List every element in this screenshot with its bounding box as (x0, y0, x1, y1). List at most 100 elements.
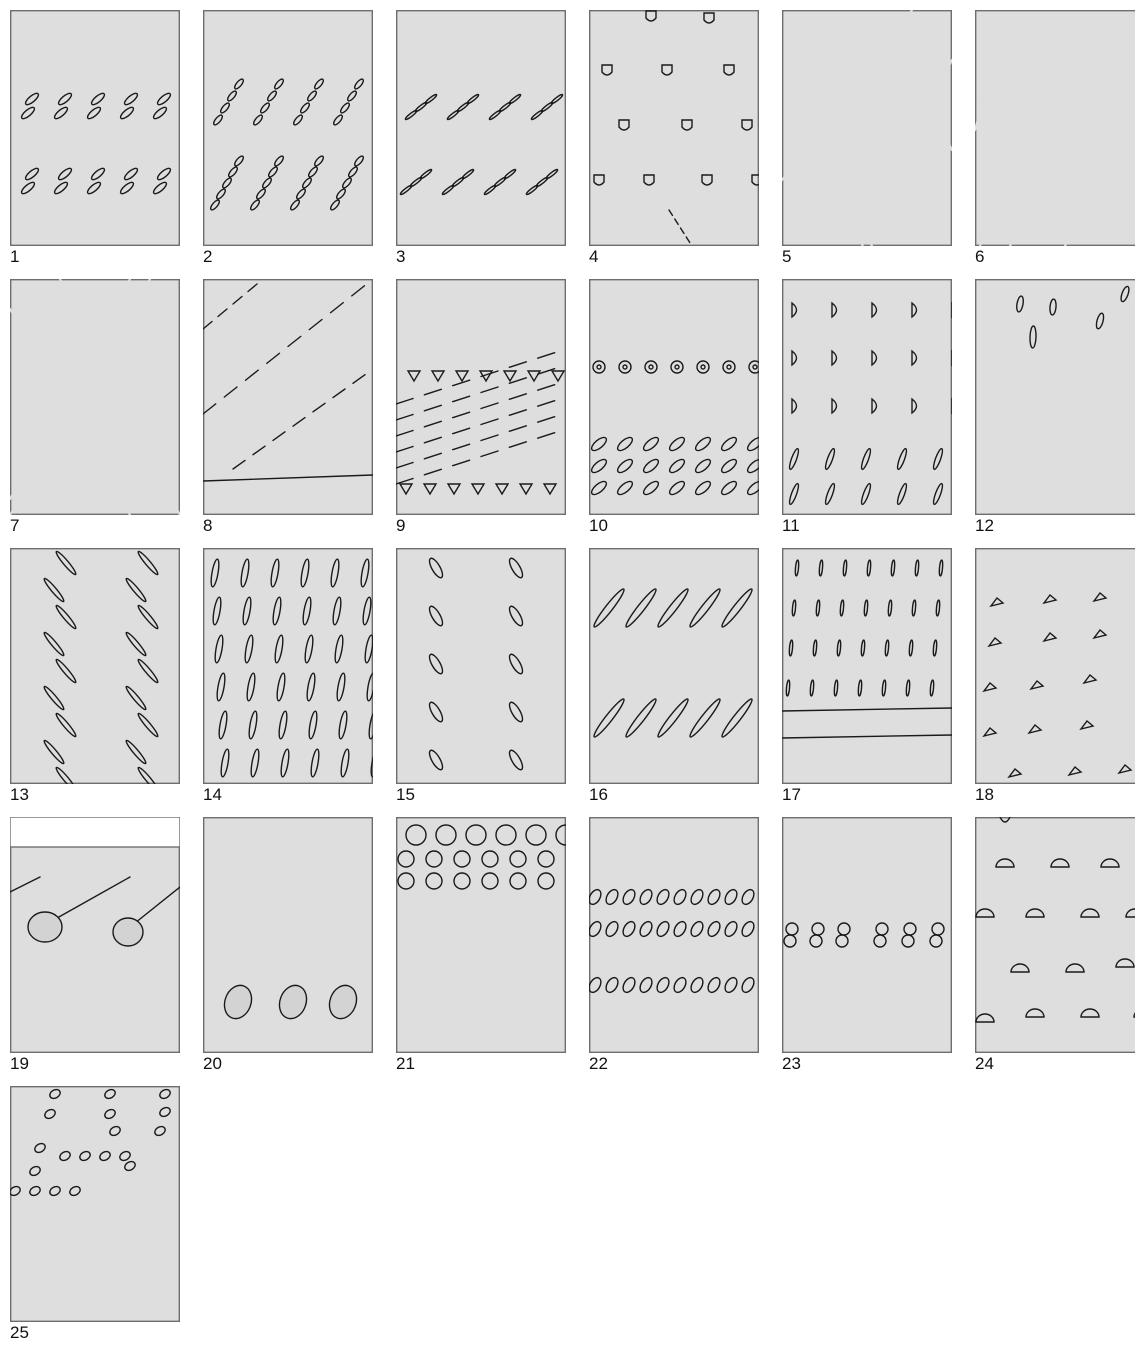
panel-19: 19 (10, 817, 180, 1067)
panel-number: 3 (396, 248, 405, 265)
panel-frame (783, 11, 952, 246)
panel-drawing (10, 10, 180, 246)
panel-drawing (203, 279, 373, 515)
panel-drawing (975, 548, 1135, 784)
panel-number: 21 (396, 1055, 415, 1072)
panel-17: 17 (782, 548, 952, 798)
panel-number: 12 (975, 517, 994, 534)
panel-number: 7 (10, 517, 19, 534)
panel-15: 15 (396, 548, 566, 798)
panel-frame (204, 11, 373, 246)
panel-frame (397, 11, 566, 246)
blob-mark (113, 918, 143, 946)
panel-8: 8 (203, 279, 373, 529)
panel-frame (11, 549, 180, 784)
panel-13: 13 (10, 548, 180, 798)
panel-6: 6 (975, 10, 1135, 260)
panel-drawing (782, 10, 952, 246)
panel-3: 3 (396, 10, 566, 260)
panel-frame (397, 280, 566, 515)
panel-drawing (10, 279, 180, 515)
panel-number: 24 (975, 1055, 994, 1072)
panel-frame (204, 549, 373, 784)
panel-frame (783, 549, 952, 784)
panel-drawing (975, 10, 1135, 246)
panel-11: 11 (782, 279, 952, 529)
panel-number: 6 (975, 248, 984, 265)
panel-5: 5 (782, 10, 952, 260)
panel-18: 18 (975, 548, 1135, 798)
panel-frame (11, 280, 180, 515)
panel-10: 10 (589, 279, 759, 529)
panel-number: 2 (203, 248, 212, 265)
panel-frame (783, 818, 952, 1053)
panel-drawing (10, 1086, 180, 1322)
panel-21: 21 (396, 817, 566, 1067)
panel-number: 18 (975, 786, 994, 803)
panel-frame (976, 11, 1135, 246)
blob-mark (28, 912, 62, 942)
panel-12: 12 (975, 279, 1135, 529)
panel-number: 25 (10, 1324, 29, 1341)
panel-9: 9 (396, 279, 566, 529)
panel-drawing (10, 817, 180, 1053)
panel-drawing (589, 548, 759, 784)
panel-number: 1 (10, 248, 19, 265)
panel-frame (204, 280, 373, 515)
panel-frame (976, 280, 1135, 515)
panel-frame (11, 11, 180, 246)
panel-drawing (10, 548, 180, 784)
panel-7: 7 (10, 279, 180, 529)
panel-number: 14 (203, 786, 222, 803)
panel-number: 13 (10, 786, 29, 803)
panel-number: 22 (589, 1055, 608, 1072)
panel-1: 1 (10, 10, 180, 260)
panel-drawing (396, 279, 566, 515)
panel-frame (783, 280, 952, 515)
panel-drawing (589, 817, 759, 1053)
panel-frame (976, 549, 1135, 784)
panel-frame (976, 818, 1135, 1053)
panel-drawing (589, 279, 759, 515)
panel-drawing (782, 817, 952, 1053)
panel-23: 23 (782, 817, 952, 1067)
panel-24: 24 (975, 817, 1135, 1067)
panel-drawing (975, 817, 1135, 1053)
panel-number: 8 (203, 517, 212, 534)
panel-frame (590, 11, 759, 246)
panel-drawing (203, 10, 373, 246)
panel-22: 22 (589, 817, 759, 1067)
panel-drawing (396, 10, 566, 246)
top-blank-band (10, 817, 180, 847)
panel-number: 20 (203, 1055, 222, 1072)
panel-20: 20 (203, 817, 373, 1067)
panel-number: 16 (589, 786, 608, 803)
panel-number: 17 (782, 786, 801, 803)
motif-three-filled-ovals (220, 982, 361, 1023)
panel-number: 19 (10, 1055, 29, 1072)
panel-drawing (203, 548, 373, 784)
panel-drawing (782, 548, 952, 784)
panel-frame (590, 280, 759, 515)
panel-16: 16 (589, 548, 759, 798)
panel-number: 23 (782, 1055, 801, 1072)
panel-drawing (975, 279, 1135, 515)
panel-number: 4 (589, 248, 598, 265)
panel-number: 10 (589, 517, 608, 534)
panel-number: 15 (396, 786, 415, 803)
panel-drawing (203, 817, 373, 1053)
panel-frame (397, 549, 566, 784)
panel-frame (590, 549, 759, 784)
panel-25: 25 (10, 1086, 180, 1336)
panel-number: 11 (782, 517, 800, 534)
panel-frame (11, 1087, 180, 1322)
panel-drawing (396, 817, 566, 1053)
panel-drawing (782, 279, 952, 515)
panel-2: 2 (203, 10, 373, 260)
panel-14: 14 (203, 548, 373, 798)
panel-number: 9 (396, 517, 405, 534)
panel-number: 5 (782, 248, 791, 265)
panel-4: 4 (589, 10, 759, 260)
panel-drawing (396, 548, 566, 784)
